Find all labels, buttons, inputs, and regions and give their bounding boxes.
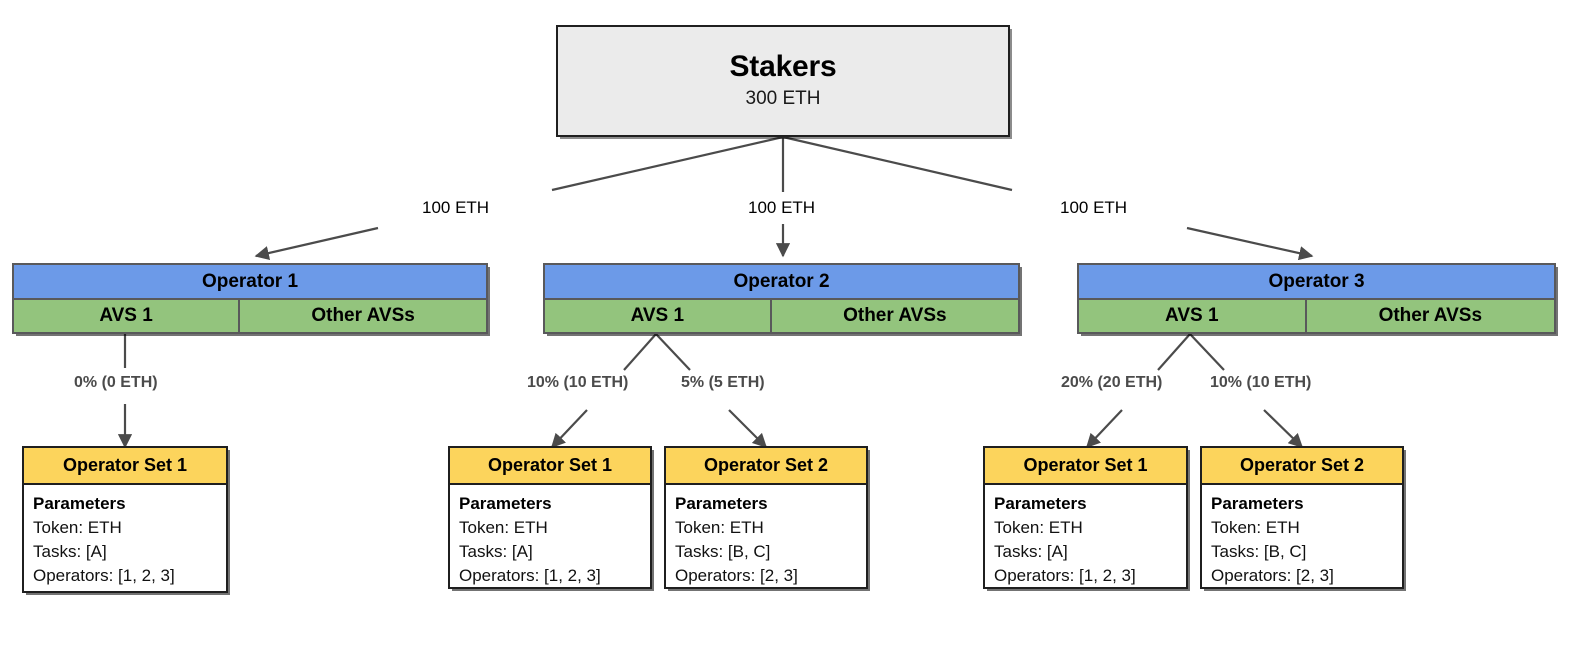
parameter-operators: Operators: [1, 2, 3] bbox=[459, 566, 601, 586]
parameters-heading: Parameters bbox=[675, 494, 768, 513]
operator-set-5-body: Parameters Token: ETH Tasks: [B, C] Oper… bbox=[1202, 485, 1402, 595]
parameter-operators: Operators: [1, 2, 3] bbox=[33, 566, 175, 586]
edge-stakers-operator3-upper bbox=[782, 135, 1013, 192]
operator-node-1[interactable]: Operator 1 AVS 1 Other AVSs bbox=[12, 263, 488, 334]
parameter-tasks: Tasks: [A] bbox=[33, 542, 107, 562]
parameter-token: Token: ETH bbox=[459, 518, 548, 538]
operator-2-title: Operator 2 bbox=[545, 265, 1018, 300]
operator-3-title: Operator 3 bbox=[1079, 265, 1554, 300]
stakers-amount: 300 ETH bbox=[745, 87, 821, 109]
operator-set-3-title: Operator Set 2 bbox=[666, 448, 866, 485]
operator-set-4-title: Operator Set 1 bbox=[985, 448, 1186, 485]
operator-1-other-avss[interactable]: Other AVSs bbox=[240, 300, 486, 332]
edge-label-allocation-5: 10% (10 ETH) bbox=[1206, 373, 1316, 393]
operator-set-node-1[interactable]: Operator Set 1 Parameters Token: ETH Tas… bbox=[22, 446, 228, 593]
edge-label-allocation-1: 0% (0 ETH) bbox=[70, 373, 162, 393]
operator-set-1-title: Operator Set 1 bbox=[24, 448, 226, 485]
operator-set-node-4[interactable]: Operator Set 1 Parameters Token: ETH Tas… bbox=[983, 446, 1188, 589]
parameters-heading: Parameters bbox=[1211, 494, 1304, 513]
edge-stakers-operator1-lower bbox=[254, 226, 379, 261]
edge-operator3-set2-lower bbox=[1263, 409, 1304, 448]
edge-operator2-set1-upper bbox=[623, 333, 657, 371]
operator-set-2-title: Operator Set 1 bbox=[450, 448, 650, 485]
parameters-heading: Parameters bbox=[994, 494, 1087, 513]
parameter-token: Token: ETH bbox=[1211, 518, 1300, 538]
operator-1-avs-1[interactable]: AVS 1 bbox=[14, 300, 241, 332]
operator-2-other-avss[interactable]: Other AVSs bbox=[771, 300, 1018, 332]
operator-set-3-body: Parameters Token: ETH Tasks: [B, C] Oper… bbox=[666, 485, 866, 595]
parameter-tasks: Tasks: [A] bbox=[459, 542, 533, 562]
edge-label-allocation-4: 20% (20 ETH) bbox=[1057, 373, 1167, 393]
parameters-heading: Parameters bbox=[459, 494, 552, 513]
operator-3-avs-row: AVS 1 Other AVSs bbox=[1079, 300, 1554, 332]
operator-2-avs-row: AVS 1 Other AVSs bbox=[545, 300, 1018, 332]
operator-node-3[interactable]: Operator 3 AVS 1 Other AVSs bbox=[1077, 263, 1556, 334]
operator-3-other-avss[interactable]: Other AVSs bbox=[1306, 300, 1554, 332]
operator-set-5-title: Operator Set 2 bbox=[1202, 448, 1402, 485]
operator-set-node-3[interactable]: Operator Set 2 Parameters Token: ETH Tas… bbox=[664, 446, 868, 589]
edge-operator2-set1-lower bbox=[551, 409, 588, 449]
parameter-operators: Operators: [1, 2, 3] bbox=[994, 566, 1136, 586]
operator-set-2-body: Parameters Token: ETH Tasks: [A] Operato… bbox=[450, 485, 650, 595]
edge-operator2-set2-upper bbox=[655, 333, 691, 371]
edge-label-stakers-operator3: 100 ETH bbox=[1056, 197, 1132, 219]
edge-label-stakers-operator1: 100 ETH bbox=[418, 197, 494, 219]
operator-set-node-2[interactable]: Operator Set 1 Parameters Token: ETH Tas… bbox=[448, 446, 652, 589]
operator-set-4-body: Parameters Token: ETH Tasks: [A] Operato… bbox=[985, 485, 1186, 595]
edge-stakers-operator1-upper bbox=[551, 135, 784, 192]
edge-label-allocation-2: 10% (10 ETH) bbox=[523, 373, 633, 393]
edge-label-stakers-operator2: 100 ETH bbox=[744, 197, 820, 219]
stakers-title: Stakers bbox=[729, 50, 837, 84]
parameter-operators: Operators: [2, 3] bbox=[1211, 566, 1334, 586]
operator-set-node-5[interactable]: Operator Set 2 Parameters Token: ETH Tas… bbox=[1200, 446, 1404, 589]
parameter-token: Token: ETH bbox=[675, 518, 764, 538]
operator-1-avs-row: AVS 1 Other AVSs bbox=[14, 300, 486, 332]
operator-1-title: Operator 1 bbox=[14, 265, 486, 300]
operator-2-avs-1[interactable]: AVS 1 bbox=[545, 300, 772, 332]
parameter-token: Token: ETH bbox=[33, 518, 122, 538]
operator-set-1-body: Parameters Token: ETH Tasks: [A] Operato… bbox=[24, 485, 226, 595]
edge-operator3-set1-lower bbox=[1086, 409, 1123, 449]
parameter-token: Token: ETH bbox=[994, 518, 1083, 538]
stakers-node[interactable]: Stakers 300 ETH bbox=[556, 25, 1010, 137]
operator-3-avs-1[interactable]: AVS 1 bbox=[1079, 300, 1307, 332]
parameter-operators: Operators: [2, 3] bbox=[675, 566, 798, 586]
edge-operator2-set2-lower bbox=[728, 409, 768, 449]
edge-stakers-operator3-lower bbox=[1186, 226, 1314, 261]
operator-node-2[interactable]: Operator 2 AVS 1 Other AVSs bbox=[543, 263, 1020, 334]
edge-operator3-set1-upper bbox=[1157, 333, 1191, 371]
parameters-heading: Parameters bbox=[33, 494, 126, 513]
edge-label-allocation-3: 5% (5 ETH) bbox=[677, 373, 769, 393]
parameter-tasks: Tasks: [B, C] bbox=[675, 542, 771, 562]
parameter-tasks: Tasks: [A] bbox=[994, 542, 1068, 562]
parameter-tasks: Tasks: [B, C] bbox=[1211, 542, 1307, 562]
edge-operator3-set2-upper bbox=[1189, 333, 1225, 371]
